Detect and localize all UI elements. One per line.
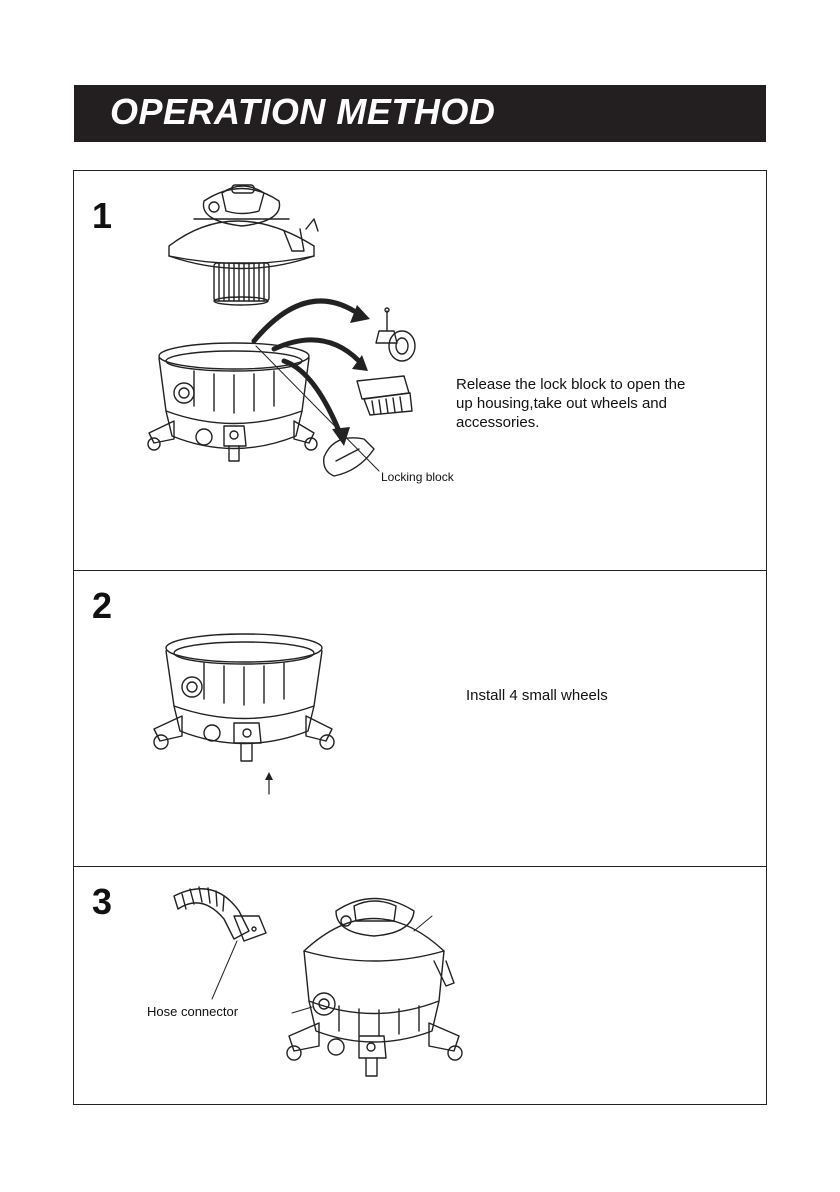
section-banner: OPERATION METHOD — [74, 85, 766, 142]
step-illustrations — [74, 171, 766, 1104]
hose-connector-label: Hose connector — [147, 1004, 238, 1019]
vacuum-assembled-illustration — [287, 899, 462, 1077]
brush-illustration — [357, 376, 412, 415]
step-1-caption: Release the lock block to open the up ho… — [456, 375, 685, 432]
step-2-number: 2 — [92, 585, 112, 627]
caption-line: Release the lock block to open the — [456, 375, 685, 394]
lid-illustration — [169, 185, 318, 305]
caption-line: up housing,take out wheels and — [456, 394, 685, 413]
caster-wheel-illustration — [376, 308, 415, 361]
step-3-number: 3 — [92, 881, 112, 923]
nozzle-illustration — [324, 438, 374, 476]
tank-wheels-illustration — [154, 634, 334, 761]
locking-block-label: Locking block — [381, 470, 454, 484]
instruction-frame: 1 — [73, 170, 767, 1105]
caption-line: Install 4 small wheels — [466, 686, 608, 705]
accessory-arrows — [254, 301, 359, 431]
caption-line: accessories. — [456, 413, 685, 432]
step-2-caption: Install 4 small wheels — [466, 686, 608, 705]
hose-illustration — [174, 887, 266, 999]
tank-open-illustration — [148, 343, 317, 461]
section-title: OPERATION METHOD — [110, 91, 495, 133]
